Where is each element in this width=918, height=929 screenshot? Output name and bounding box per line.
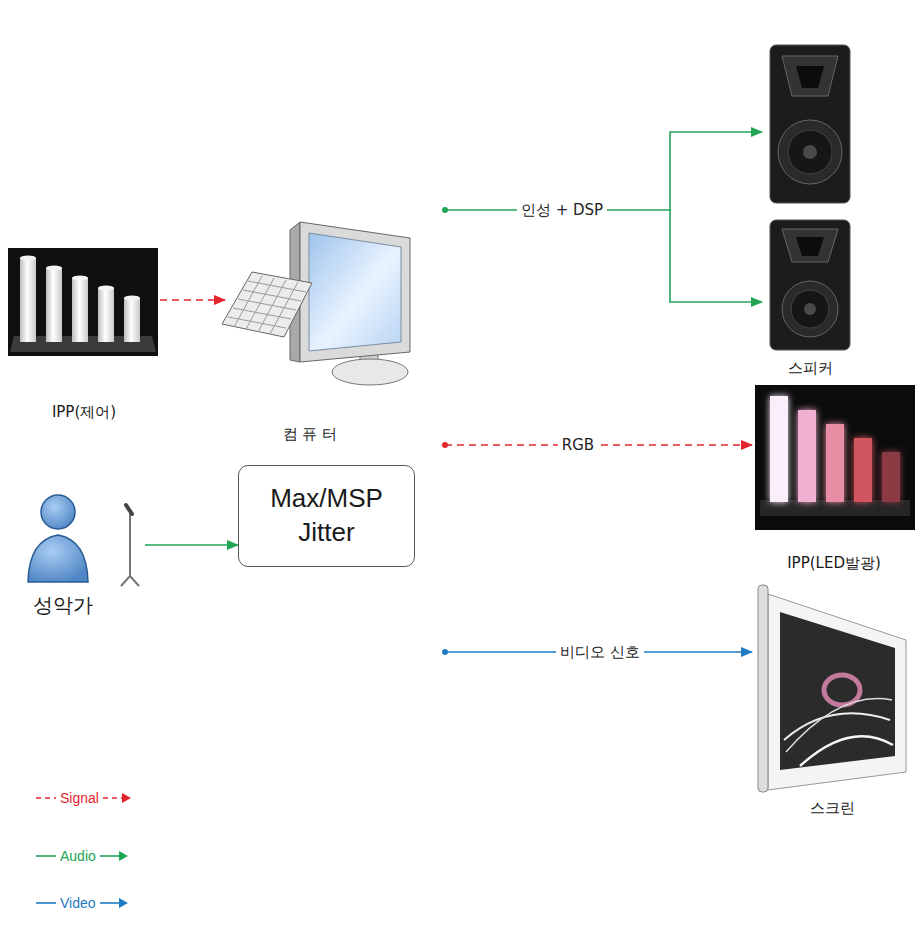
connector-group (160, 300, 225, 301)
ipp-led-photo (755, 385, 915, 530)
connector-group (145, 545, 238, 546)
legend-arrowhead (119, 851, 128, 861)
node-label: IPP(LED발광) (787, 554, 881, 574)
connector-group (442, 132, 762, 302)
legend-line (100, 855, 121, 857)
ipp-control-photo (8, 248, 158, 356)
start-dot (442, 649, 448, 655)
legend-entry: Video (35, 895, 129, 911)
connector-label: 인성 + DSP (517, 201, 607, 219)
signal-connector (145, 544, 238, 546)
box-label: Max/MSP Jitter (251, 482, 402, 550)
legend-sample (35, 850, 57, 862)
photo-node: IPP(제어) (8, 248, 160, 424)
legend-sample (35, 792, 57, 804)
legend-line (103, 797, 124, 799)
connector-group (442, 442, 752, 448)
computer-node: 컴 퓨 터 Max/MSP Jitter (225, 205, 445, 660)
singer-node: 성악가 (15, 495, 145, 620)
node-label: 스크린 (810, 799, 855, 819)
legend-line (100, 902, 121, 904)
photo-node: IPP(LED발광) (752, 383, 916, 575)
legend-sample (99, 850, 129, 862)
legend-arrowhead (119, 898, 128, 908)
connector-label: 비디오 신호 (556, 643, 644, 661)
signal-connector (445, 444, 752, 446)
legend-sample (99, 897, 129, 909)
signal-connector (670, 210, 762, 302)
legend-label: Signal (60, 790, 99, 806)
speaker-icon (770, 220, 850, 350)
legend-line (36, 797, 56, 799)
speaker-node: 스피커 (762, 35, 858, 380)
legend-sample (102, 792, 132, 804)
legend-line (36, 855, 56, 857)
legend-entry: Signal (35, 790, 132, 806)
legend-entry: Audio (35, 848, 129, 864)
legend-label: Audio (60, 848, 96, 864)
signal-connector (160, 299, 225, 301)
node-label: 스피커 (788, 359, 833, 379)
screen-node: 스크린 (752, 580, 912, 820)
speaker-icon (770, 45, 850, 203)
start-dot (442, 442, 448, 448)
connector-label: RGB (558, 436, 598, 454)
signal-connector (445, 132, 762, 210)
connector-group (442, 649, 752, 655)
legend-arrowhead (122, 793, 131, 803)
software-box: Max/MSP Jitter (238, 465, 415, 567)
screen-icon (758, 585, 906, 792)
node-label: 성악가 (33, 592, 93, 618)
signal-connector (445, 651, 752, 653)
singer-icon (28, 495, 139, 586)
computer-icon (222, 222, 410, 385)
start-dot (442, 207, 448, 213)
legend-sample (35, 897, 57, 909)
node-label: 컴 퓨 터 (225, 425, 395, 445)
legend-line (36, 902, 56, 904)
node-label: IPP(제어) (52, 403, 116, 423)
legend-label: Video (60, 895, 96, 911)
